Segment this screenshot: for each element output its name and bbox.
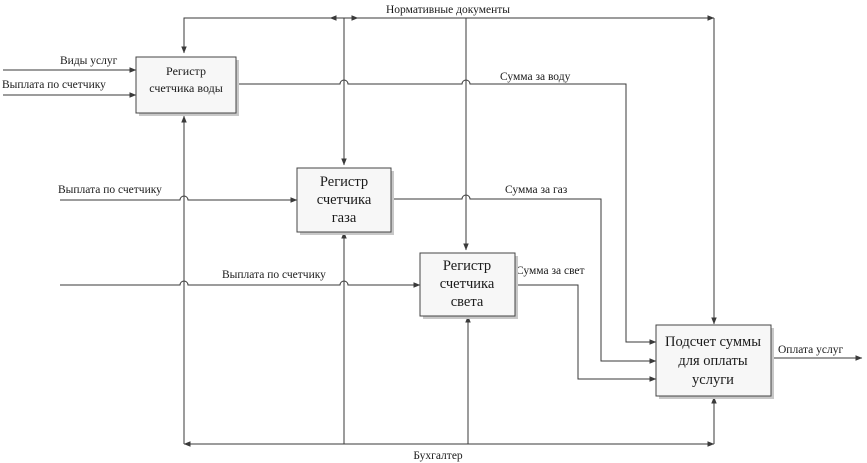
control-lines xyxy=(181,15,717,325)
label-sum-light: Сумма за свет xyxy=(516,265,585,277)
box-total-line1: Подсчет суммы xyxy=(665,334,761,350)
box-water-register: Регистр счетчика воды xyxy=(135,56,239,116)
box-light-line3: света xyxy=(451,294,484,310)
label-sum-gas: Сумма за газ xyxy=(505,184,568,196)
box-total-line3: услуги xyxy=(692,372,734,388)
box-light-register: Регистр счетчика света xyxy=(419,252,518,319)
input-lines xyxy=(3,67,421,288)
box-light-line2: счетчика xyxy=(440,276,495,292)
label-controls: Нормативные документы xyxy=(386,4,510,16)
output-lines xyxy=(236,79,863,382)
box-water-line2: счетчика воды xyxy=(149,81,223,95)
box-gas-line2: счетчика xyxy=(317,192,372,208)
label-output: Оплата услуг xyxy=(778,344,843,356)
box-gas-register: Регистр счетчика газа xyxy=(296,167,394,235)
box-water-line1: Регистр xyxy=(166,64,206,78)
box-gas-line3: газа xyxy=(332,210,357,226)
label-mechanism: Бухгалтер xyxy=(413,450,463,462)
label-meter-payment-water: Выплата по счетчику xyxy=(2,79,106,91)
label-meter-payment-light: Выплата по счетчику xyxy=(222,269,326,281)
label-meter-payment-gas: Выплата по счетчику xyxy=(58,184,162,196)
box-gas-line1: Регистр xyxy=(320,174,368,190)
label-sum-water: Сумма за воду xyxy=(500,71,571,83)
box-total-line2: для оплаты xyxy=(678,353,748,369)
box-total-calculation: Подсчет суммы для оплаты услуги xyxy=(655,324,774,399)
mechanism-lines xyxy=(181,115,717,447)
box-light-line1: Регистр xyxy=(443,258,491,274)
label-service-types: Виды услуг xyxy=(60,55,118,67)
